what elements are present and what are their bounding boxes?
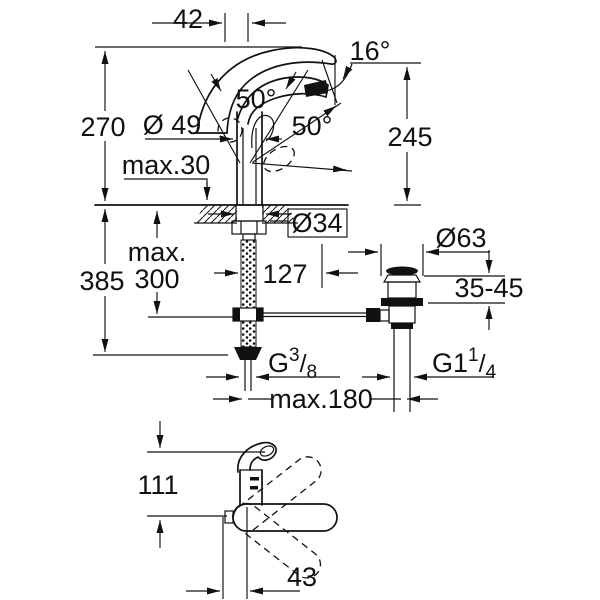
dim-270: 270 xyxy=(80,112,125,142)
dia-63-group: Ø63 xyxy=(348,223,490,276)
dim-42-group: 42 xyxy=(152,4,286,42)
dia-49-group: Ø 49 xyxy=(143,110,282,143)
dim-270-group: 270 xyxy=(80,51,126,201)
dim-111-group: 111 xyxy=(137,421,265,548)
counter-section xyxy=(194,204,298,241)
dia-63: Ø63 xyxy=(435,223,486,253)
angle-16-group: 16° xyxy=(307,36,391,105)
dim-127: 127 xyxy=(262,259,307,289)
thread-g38-group: G3/8 xyxy=(206,345,340,383)
range-35-45: 35-45 xyxy=(454,273,523,303)
angle-50-left: 50° xyxy=(236,84,277,114)
spout-swivel xyxy=(222,456,338,599)
dim-245: 245 xyxy=(387,122,432,152)
thread-g38: G3/8 xyxy=(268,345,317,383)
dim-385-group: 385 xyxy=(79,209,228,356)
angle-16: 16° xyxy=(350,36,391,66)
max-300-line1: max. xyxy=(128,237,187,267)
dim-127-group: 127 xyxy=(214,244,358,289)
supply-hose xyxy=(232,239,368,391)
range-35-45-group: 35-45 xyxy=(424,250,524,330)
angle-50-left-group: 50° xyxy=(187,69,309,164)
max-30: max.30 xyxy=(122,150,211,180)
dim-43: 43 xyxy=(287,562,317,592)
max-180-group: max.180 xyxy=(213,384,438,414)
plan-faucet-body xyxy=(237,441,277,506)
dim-245-group: 245 xyxy=(350,62,433,201)
handle-down-dashed xyxy=(263,145,295,173)
drain-assembly: Ø63 35-45 G11/4 xyxy=(348,223,524,412)
thread-g114: G11/4 xyxy=(432,345,497,383)
dia-34-group: Ø34 xyxy=(270,208,348,238)
dia-34-framed: Ø34 xyxy=(291,208,342,238)
dim-42: 42 xyxy=(173,4,203,34)
side-view: 42 16° 50° 50° xyxy=(79,4,438,414)
faucet-spout-outline xyxy=(236,76,329,125)
max-300-group: max. 300 xyxy=(128,211,233,318)
max-300-line2: 300 xyxy=(134,264,179,294)
spout-plan-solid xyxy=(232,503,338,532)
thread-g114-group: G11/4 xyxy=(362,345,497,383)
plan-view: 111 43 xyxy=(137,421,338,599)
max-30-group: max.30 xyxy=(122,150,211,200)
dim-385: 385 xyxy=(79,266,124,296)
dim-43-group: 43 xyxy=(186,562,317,595)
dim-111: 111 xyxy=(137,470,178,500)
spout-aerator xyxy=(304,80,328,97)
angle-50-right: 50° xyxy=(292,111,333,141)
angle-50-right-group: 50° xyxy=(251,102,353,173)
max-180: max.180 xyxy=(269,384,373,414)
dia-49: Ø 49 xyxy=(143,110,202,140)
